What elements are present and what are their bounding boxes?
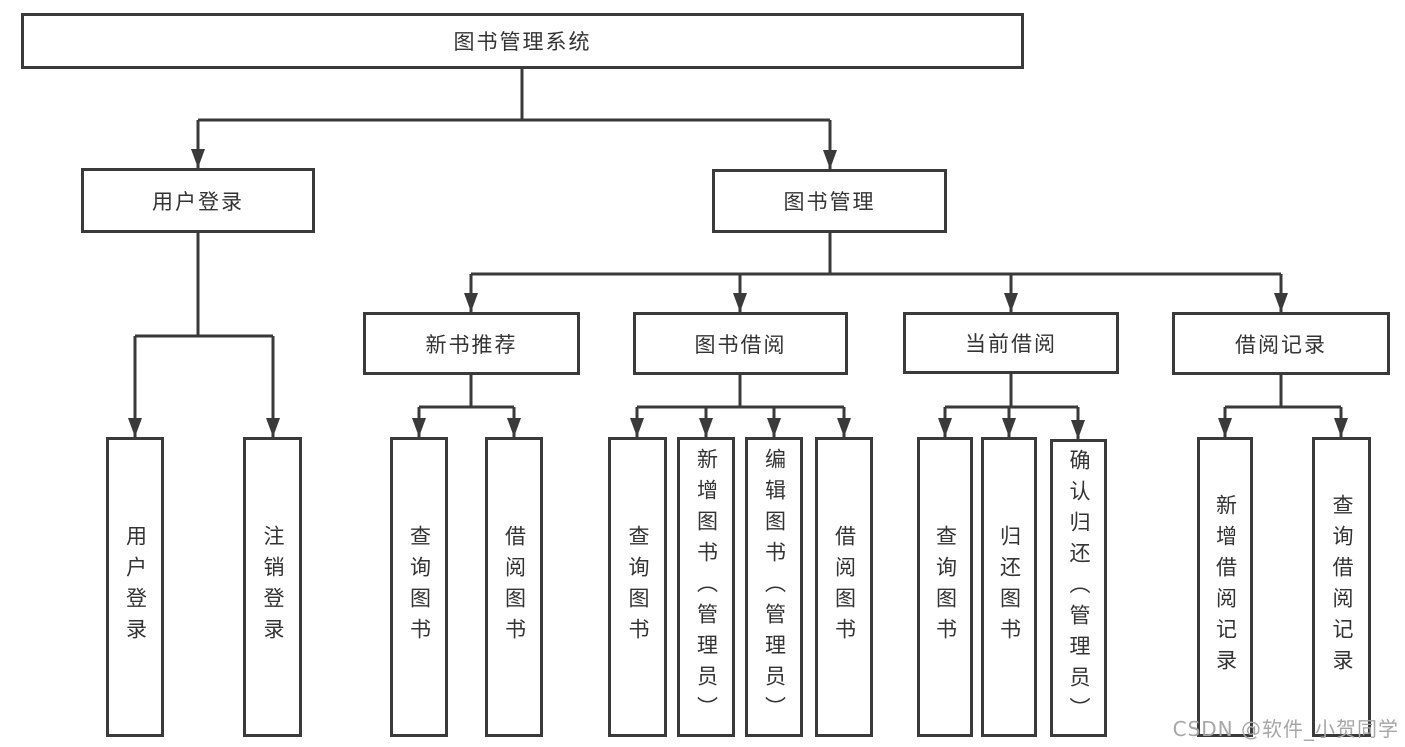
leaf-bb-query-books: 查询图书 — [608, 437, 667, 737]
node-label: 查询图书 — [407, 525, 432, 649]
leaf-cb-return-books: 归还图书 — [981, 437, 1037, 737]
node-label: 图书管理 — [783, 190, 876, 214]
node-current-borrowing: 当前借阅 — [903, 312, 1119, 374]
node-label: 归还图书 — [997, 525, 1022, 649]
leaf-bb-edit-books-admin: 编辑图书（管理员） — [745, 437, 803, 737]
node-label: 编辑图书（管理员） — [762, 447, 787, 727]
node-book-borrowing: 图书借阅 — [633, 312, 848, 375]
leaf-br-query-borrow-record: 查询借阅记录 — [1312, 437, 1371, 737]
leaf-bb-borrow-books: 借阅图书 — [815, 437, 873, 737]
leaf-cb-confirm-return-admin: 确认归还（管理员） — [1050, 439, 1107, 737]
leaf-bb-add-books-admin: 新增图书（管理员） — [677, 437, 735, 737]
leaf-nb-borrow-books: 借阅图书 — [485, 437, 543, 737]
leaf-logout-login: 注销登录 — [243, 437, 302, 737]
node-book-management: 图书管理 — [712, 169, 947, 233]
node-label: 查询图书 — [933, 525, 958, 649]
node-label: 新增图书（管理员） — [694, 447, 719, 727]
node-label: 图书管理系统 — [453, 30, 592, 54]
node-label: 查询借阅记录 — [1330, 494, 1355, 680]
leaf-br-add-borrow-record: 新增借阅记录 — [1197, 437, 1253, 737]
node-borrowing-records: 借阅记录 — [1172, 312, 1390, 375]
leaf-nb-query-books: 查询图书 — [390, 437, 448, 737]
node-label: 用户登录 — [152, 189, 244, 214]
node-label: 确认归还（管理员） — [1067, 448, 1092, 728]
leaf-cb-query-books: 查询图书 — [917, 437, 973, 737]
node-label: 新增借阅记录 — [1213, 494, 1238, 680]
node-new-book-recommendation: 新书推荐 — [363, 312, 580, 375]
node-label: 借阅记录 — [1235, 332, 1327, 357]
node-label: 新书推荐 — [425, 332, 518, 357]
node-label: 当前借阅 — [965, 332, 1057, 356]
leaf-user-login: 用户登录 — [106, 437, 164, 737]
node-label: 借阅图书 — [832, 525, 857, 649]
node-label: 用户登录 — [123, 525, 148, 649]
node-label: 注销登录 — [261, 525, 286, 649]
node-library-management-system: 图书管理系统 — [21, 13, 1024, 69]
node-label: 借阅图书 — [502, 525, 527, 649]
node-label: 图书借阅 — [694, 332, 787, 357]
node-label: 查询图书 — [626, 525, 651, 649]
node-user-login: 用户登录 — [81, 168, 315, 233]
